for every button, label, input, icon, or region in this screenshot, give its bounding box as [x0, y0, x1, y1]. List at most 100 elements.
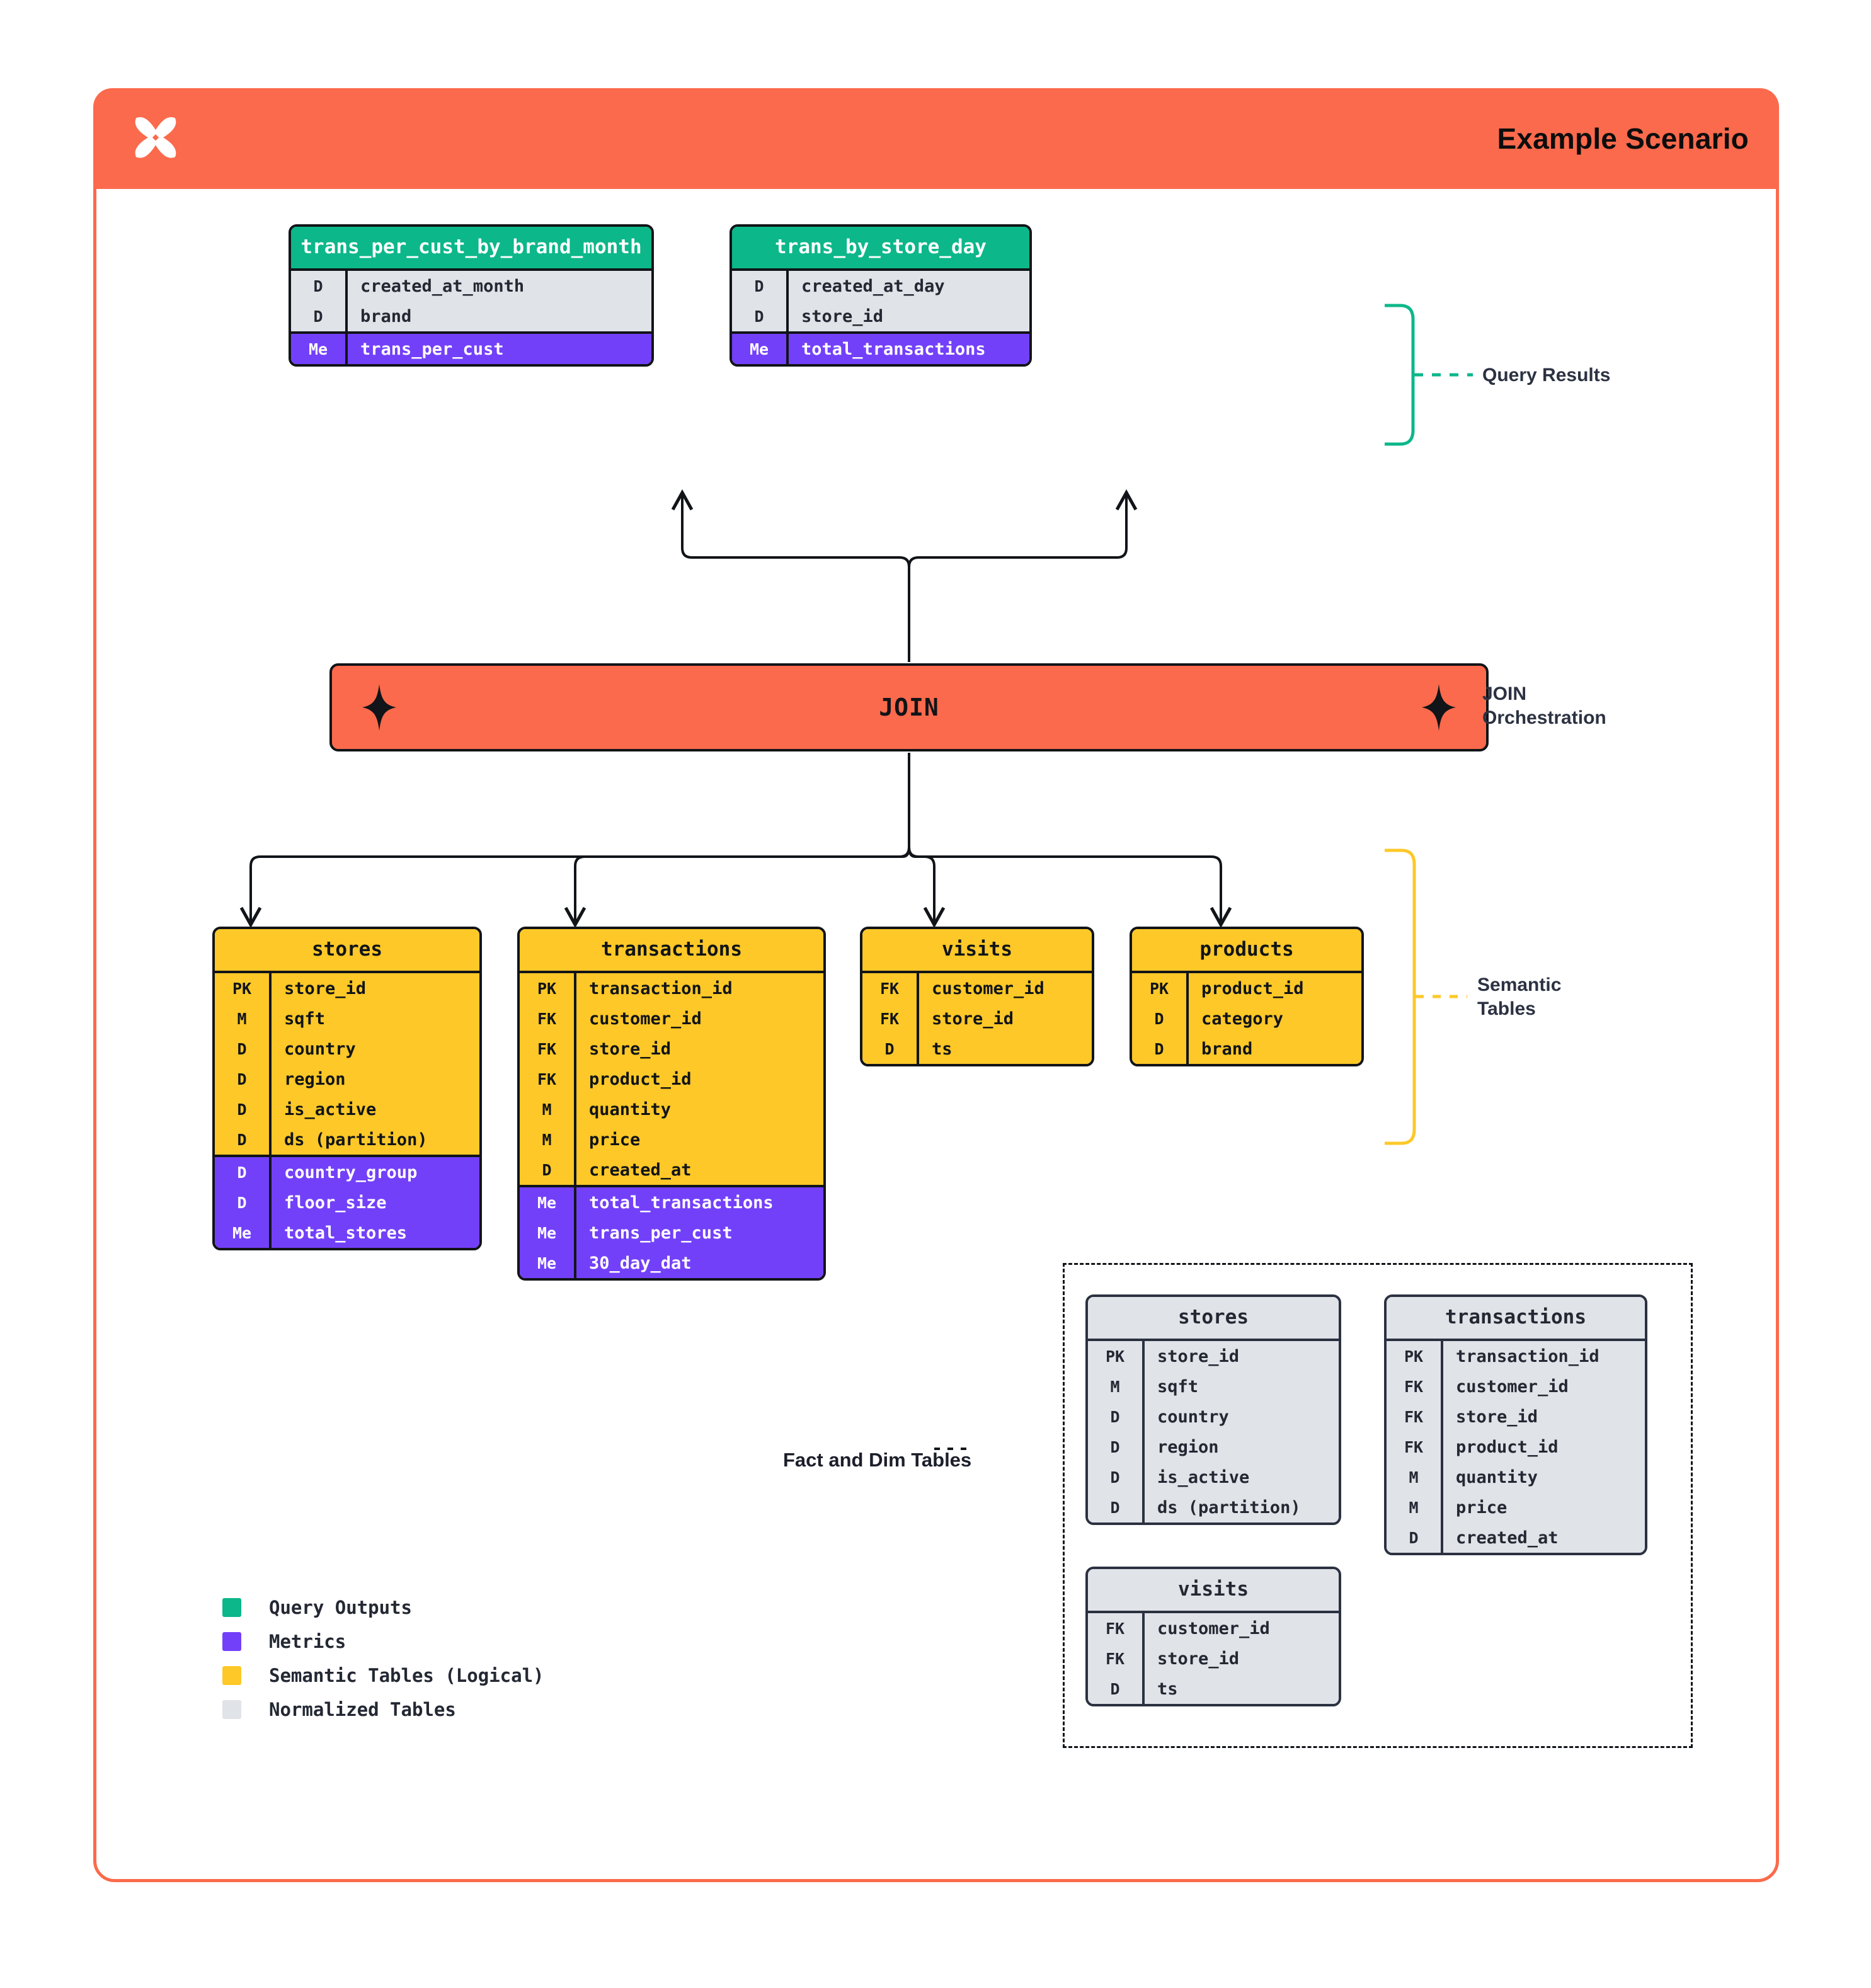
row-key: D: [1110, 1498, 1120, 1517]
row-key: M: [542, 1100, 552, 1119]
legend: Query Outputs Metrics Semantic Tables (L…: [222, 1591, 544, 1727]
row-key: D: [1110, 1437, 1120, 1456]
row-field: product_id: [589, 1069, 692, 1089]
page-title: Example Scenario: [1497, 122, 1749, 155]
scenario-card: Example Scenario: [93, 88, 1779, 1882]
table-title: stores: [1088, 1297, 1339, 1341]
legend-swatch-normalized-tables: [222, 1700, 241, 1719]
row-key: D: [237, 1039, 247, 1058]
row-field: 30_day_dat: [589, 1253, 692, 1273]
row-key: D: [754, 277, 764, 295]
sparkle-diamond-icon: [362, 684, 396, 731]
metric-group: Me total_transactions: [732, 331, 1029, 364]
annotation-fact-and-dim-tables: Fact and Dim Tables: [783, 1449, 972, 1471]
row-key: D: [1110, 1407, 1120, 1426]
table-title: visits: [862, 929, 1092, 973]
row-field: transaction_id: [1456, 1346, 1599, 1366]
legend-label: Metrics: [269, 1631, 346, 1652]
legend-label: Query Outputs: [269, 1597, 412, 1618]
row-key: D: [1154, 1039, 1164, 1058]
row-field: trans_per_cust: [589, 1223, 733, 1243]
legend-label: Semantic Tables (Logical): [269, 1665, 544, 1686]
legend-item: Query Outputs: [222, 1591, 544, 1625]
row-field: price: [589, 1129, 641, 1150]
row-key: Me: [537, 1193, 557, 1212]
query-result-table[interactable]: trans_by_store_day D created_at_day D st…: [730, 224, 1032, 367]
row-field: ts: [932, 1039, 953, 1059]
row-field: created_at_month: [360, 276, 525, 296]
card-header: Example Scenario: [93, 88, 1779, 189]
join-orchestration-bar[interactable]: JOIN: [329, 663, 1489, 751]
row-field: sqft: [284, 1008, 326, 1029]
row-key: Me: [308, 340, 328, 358]
annotation-text: Query Results: [1482, 365, 1611, 386]
row-field: ds (partition): [1157, 1497, 1301, 1517]
annotation-text-line2: Tables: [1477, 998, 1536, 1019]
dimension-group: D created_at_day D store_id: [732, 271, 1029, 331]
row-field: created_at: [1456, 1528, 1559, 1548]
row-key: PK: [232, 979, 252, 998]
row-key: FK: [1404, 1377, 1424, 1396]
table-title: transactions: [520, 929, 823, 973]
butterfly-x-logo-icon: [135, 117, 176, 158]
row-field: category: [1201, 1008, 1284, 1029]
row-field: store_id: [589, 1039, 672, 1059]
row-key: FK: [1105, 1649, 1125, 1668]
row-field: is_active: [284, 1099, 377, 1119]
row-key: FK: [537, 1009, 557, 1028]
table-row: Me total_transactions: [732, 334, 1029, 364]
row-field: customer_id: [589, 1008, 702, 1029]
row-field: country: [284, 1039, 356, 1059]
row-key: Me: [537, 1223, 557, 1242]
row-key: PK: [1404, 1347, 1424, 1366]
row-key: Me: [537, 1254, 557, 1272]
row-key: FK: [1404, 1437, 1424, 1456]
row-key: PK: [537, 979, 557, 998]
table-row: Me trans_per_cust: [291, 334, 651, 364]
row-field: quantity: [1456, 1467, 1538, 1487]
annotation-semantic-tables: Semantic Tables: [1477, 973, 1561, 1020]
table-title: transactions: [1387, 1297, 1645, 1341]
row-field: ds (partition): [284, 1129, 428, 1150]
row-field: store_id: [1456, 1407, 1538, 1427]
row-key: M: [542, 1130, 552, 1149]
row-key: D: [237, 1193, 247, 1212]
row-key: D: [1154, 1009, 1164, 1028]
row-key: M: [1409, 1468, 1419, 1487]
query-result-table[interactable]: trans_per_cust_by_brand_month D created_…: [289, 224, 654, 367]
table-row: D store_id: [732, 301, 1029, 331]
table-row: D brand: [291, 301, 651, 331]
legend-item: Metrics: [222, 1625, 544, 1659]
